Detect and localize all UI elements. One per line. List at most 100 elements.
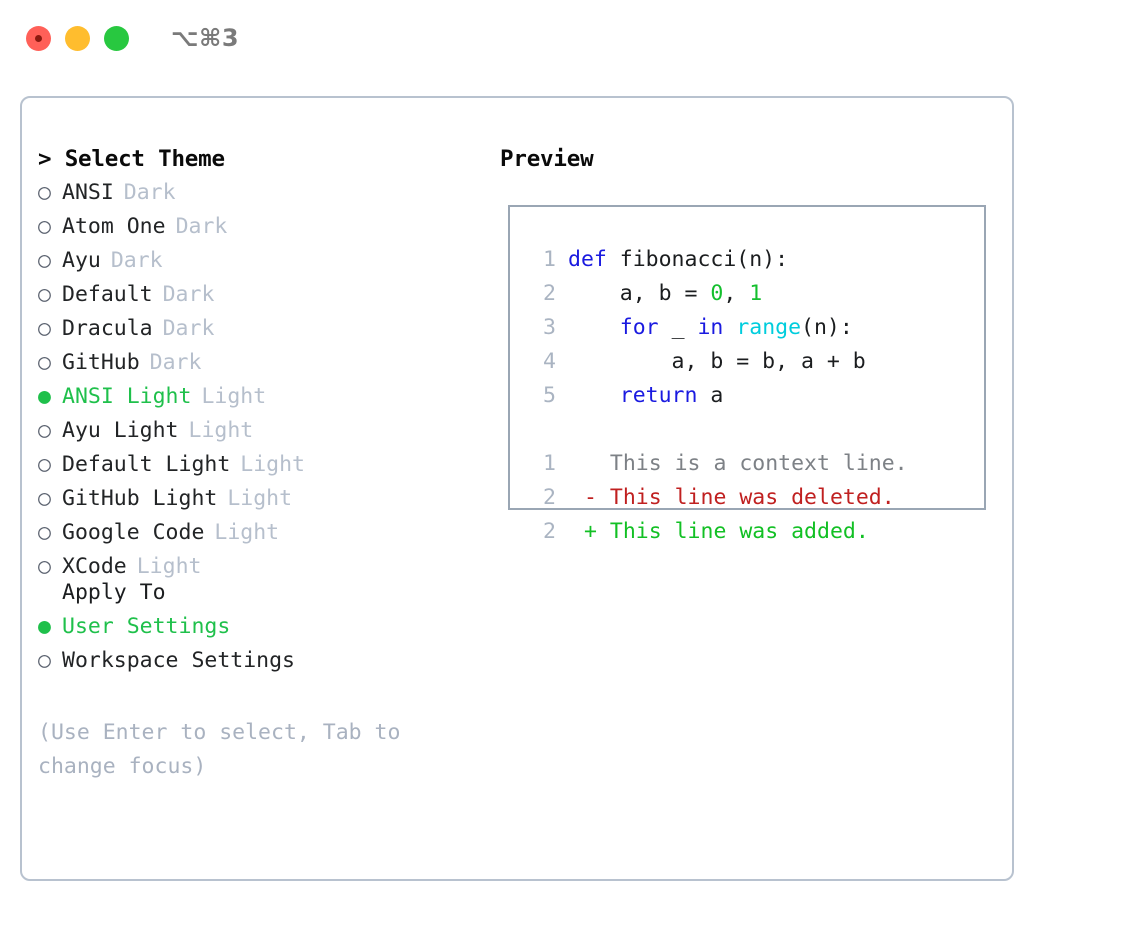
- code-line-number: 3: [543, 315, 556, 340]
- radio-selected-icon: ●: [38, 384, 51, 409]
- theme-item-name: Default: [62, 282, 153, 307]
- radio-unselected-icon: ○: [38, 486, 51, 511]
- apply-to-option[interactable]: ○ Workspace Settings: [38, 644, 478, 678]
- radio-unselected-icon: ○: [38, 452, 51, 477]
- theme-item-name: Dracula: [62, 316, 153, 341]
- radio-unselected-icon: ○: [38, 282, 51, 307]
- apply-to-section: Apply To ● User Settings ○ Workspace Settin…: [38, 576, 478, 678]
- theme-item-tag: Dark: [162, 282, 215, 307]
- theme-item[interactable]: ○ Default Light Light: [38, 448, 478, 482]
- radio-unselected-icon: ○: [38, 350, 51, 375]
- radio-unselected-icon: ○: [38, 418, 51, 443]
- theme-item[interactable]: ● ANSI Light Light: [38, 380, 478, 414]
- code-line-text: return a: [619, 383, 724, 408]
- code-line-number: 2: [543, 281, 556, 306]
- select-theme-header: > Select Theme: [38, 146, 225, 172]
- theme-item[interactable]: ○ ANSI Dark: [38, 176, 478, 210]
- radio-selected-icon: ●: [38, 614, 51, 639]
- code-line: 2 a, b = 0, 1: [522, 277, 984, 311]
- theme-item-tag: Dark: [110, 248, 163, 273]
- code-line-text: a, b = b, a + b: [568, 349, 866, 374]
- code-line-text: def fibonacci(n):: [568, 247, 789, 272]
- theme-item-name: Ayu Light: [62, 418, 179, 443]
- theme-item-tag: Light: [227, 486, 293, 511]
- apply-to-option-label: User Settings: [62, 614, 231, 639]
- theme-item[interactable]: ○ Default Dark: [38, 278, 478, 312]
- apply-to-header: Apply To: [62, 580, 166, 605]
- radio-unselected-icon: ○: [38, 316, 51, 341]
- preview-header: Preview: [500, 146, 594, 172]
- theme-item-name: ANSI: [62, 180, 114, 205]
- traffic-lights: [26, 25, 129, 51]
- diff-line-number: 2: [543, 485, 556, 510]
- code-line-number: 1: [543, 247, 556, 272]
- code-line-text: for _ in range(n):: [619, 315, 853, 340]
- diff-line: 2 + This line was added.: [522, 515, 984, 549]
- theme-item[interactable]: ○ XCode Light: [38, 550, 478, 584]
- radio-unselected-icon: ○: [38, 648, 51, 673]
- theme-item[interactable]: ○ GitHub Light Light: [38, 482, 478, 516]
- close-window-button[interactable]: [26, 25, 51, 51]
- code-line: 5 return a: [522, 379, 984, 413]
- radio-unselected-icon: ○: [38, 554, 51, 579]
- keyboard-shortcut-label: ⌥⌘3: [171, 24, 240, 52]
- diff-marker: [568, 447, 597, 481]
- theme-item-tag: Light: [136, 554, 202, 579]
- theme-item-name: XCode: [62, 554, 127, 579]
- theme-item-tag: Dark: [149, 350, 202, 375]
- theme-item-name: Atom One: [62, 214, 166, 239]
- theme-item-name: Google Code: [62, 520, 205, 545]
- diff-sample: 1 This is a context line. 2 - This line wa…: [522, 447, 984, 549]
- diff-line-text: This line was deleted.: [596, 485, 895, 510]
- theme-item-tag: Light: [188, 418, 254, 443]
- diff-marker: -: [584, 485, 597, 510]
- maximize-window-button[interactable]: [104, 25, 129, 51]
- code-line: 3 for _ in range(n):: [522, 311, 984, 345]
- theme-item-name: GitHub: [62, 350, 140, 375]
- theme-item[interactable]: ○ Google Code Light: [38, 516, 478, 550]
- radio-unselected-icon: ○: [38, 520, 51, 545]
- diff-line-number: 2: [543, 519, 556, 544]
- code-line: 1 def fibonacci(n):: [522, 243, 984, 277]
- code-line-number: 4: [543, 349, 556, 374]
- theme-item-name: ANSI Light: [62, 384, 192, 409]
- theme-item-tag: Light: [201, 384, 267, 409]
- keyboard-hint-text: (Use Enter to select, Tab to change focu…: [38, 720, 414, 779]
- radio-unselected-icon: ○: [38, 180, 51, 205]
- code-diff-separator: [522, 413, 984, 447]
- theme-item[interactable]: ○ Ayu Dark: [38, 244, 478, 278]
- theme-item-name: Default Light: [62, 452, 231, 477]
- theme-item-tag: Light: [214, 520, 280, 545]
- diff-line-text: This is a context line.: [596, 451, 908, 476]
- diff-marker: +: [584, 519, 597, 544]
- theme-item[interactable]: ○ Atom One Dark: [38, 210, 478, 244]
- apply-to-list: ● User Settings ○ Workspace Settings: [38, 610, 478, 678]
- theme-item[interactable]: ○ GitHub Dark: [38, 346, 478, 380]
- window-titlebar: ⌥⌘3: [0, 0, 1140, 76]
- code-line-number: 5: [543, 383, 556, 408]
- theme-item-tag: Dark: [175, 214, 228, 239]
- diff-line-number: 1: [543, 451, 556, 476]
- code-line-text: a, b = 0, 1: [568, 281, 763, 306]
- code-line: 4 a, b = b, a + b: [522, 345, 984, 379]
- theme-item[interactable]: ○ Ayu Light Light: [38, 414, 478, 448]
- diff-line-text: This line was added.: [596, 519, 869, 544]
- radio-unselected-icon: ○: [38, 214, 51, 239]
- diff-line: 2 - This line was deleted.: [522, 481, 984, 515]
- apply-to-option-label: Workspace Settings: [62, 648, 295, 673]
- theme-item-name: Ayu: [62, 248, 101, 273]
- radio-unselected-icon: ○: [38, 248, 51, 273]
- theme-item-name: GitHub Light: [62, 486, 218, 511]
- theme-item-tag: Light: [240, 452, 306, 477]
- preview-section: Preview: [500, 142, 990, 176]
- theme-item-tag: Dark: [123, 180, 176, 205]
- apply-to-option[interactable]: ● User Settings: [38, 610, 478, 644]
- minimize-window-button[interactable]: [65, 25, 90, 51]
- diff-line: 1 This is a context line.: [522, 447, 984, 481]
